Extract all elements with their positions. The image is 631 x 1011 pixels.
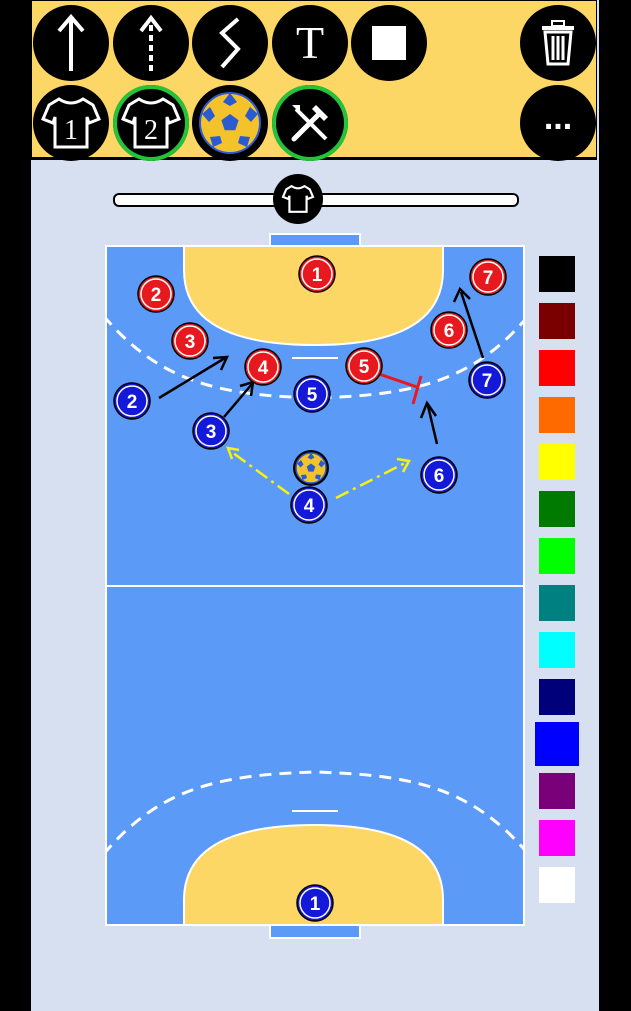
screen-bar xyxy=(411,375,423,405)
color-swatch[interactable] xyxy=(539,538,575,574)
jersey-icon: 2 xyxy=(121,97,181,149)
blue-player-2[interactable]: 2 xyxy=(113,382,151,420)
arrow-tool-button[interactable] xyxy=(33,5,109,81)
trash-icon xyxy=(542,20,574,66)
players-blue: 2 3 4 5 6 7 1 xyxy=(113,361,506,922)
player-number: 6 xyxy=(434,466,445,487)
jersey-icon: 1 xyxy=(41,97,101,149)
text-tool-button[interactable]: T xyxy=(272,5,348,81)
slider-thumb[interactable] xyxy=(273,174,324,224)
square-icon xyxy=(372,26,406,60)
player-number: 1 xyxy=(312,265,323,286)
player-number: 5 xyxy=(307,385,318,406)
blue-player-3[interactable]: 3 xyxy=(192,412,230,450)
zigzag-tool-button[interactable] xyxy=(192,5,268,81)
color-swatch[interactable] xyxy=(539,632,575,668)
delete-button[interactable] xyxy=(520,5,596,81)
bottom-free-throw-line xyxy=(106,770,524,854)
movement-arrow[interactable] xyxy=(426,405,439,445)
color-swatch[interactable] xyxy=(539,491,575,527)
color-swatch[interactable] xyxy=(535,722,579,766)
dashed-arrow-tool-button[interactable] xyxy=(113,5,189,81)
player-number: 3 xyxy=(206,422,217,443)
jersey-number: 1 xyxy=(64,115,78,146)
players-red: 1 2 3 4 5 6 7 xyxy=(137,255,507,386)
blue-player-4[interactable]: 4 xyxy=(290,486,328,524)
arrow-head xyxy=(419,400,438,419)
pass-line[interactable] xyxy=(228,448,290,496)
zigzag-line-icon xyxy=(219,17,241,69)
arrow-up-icon xyxy=(57,13,85,71)
arrow-head xyxy=(212,355,230,371)
player-number: 7 xyxy=(482,371,493,392)
red-player-4[interactable]: 4 xyxy=(244,348,282,386)
team1-jersey-button[interactable]: 1 xyxy=(33,85,109,161)
color-swatch[interactable] xyxy=(539,585,575,621)
handball-icon[interactable] xyxy=(293,450,329,486)
player-number: 4 xyxy=(304,496,315,517)
color-swatch[interactable] xyxy=(539,773,575,809)
player-number: 4 xyxy=(258,358,269,379)
arrow-head xyxy=(226,446,240,460)
handball-icon xyxy=(199,92,261,154)
player-number: 1 xyxy=(310,894,321,915)
blue-player-6[interactable]: 6 xyxy=(420,456,458,494)
screen-line[interactable] xyxy=(378,372,418,389)
ball-button[interactable] xyxy=(192,85,268,161)
red-player-6[interactable]: 6 xyxy=(430,311,468,349)
color-swatch[interactable] xyxy=(539,303,575,339)
tools-icon xyxy=(291,105,328,142)
blue-player-7[interactable]: 7 xyxy=(468,361,506,399)
tactics-board-app: T 1 2 ... xyxy=(31,0,599,1011)
toolbar: T 1 2 ... xyxy=(31,0,597,161)
jersey-number: 2 xyxy=(144,115,158,146)
color-swatch[interactable] xyxy=(539,444,575,480)
top-goal-area xyxy=(183,246,444,347)
blue-goalkeeper-1[interactable]: 1 xyxy=(296,884,334,922)
shape-tool-button[interactable] xyxy=(351,5,427,81)
player-number: 6 xyxy=(444,321,455,342)
player-number: 3 xyxy=(185,332,196,353)
color-swatch[interactable] xyxy=(539,867,575,903)
size-slider[interactable] xyxy=(113,174,519,224)
player-number: 2 xyxy=(151,285,162,306)
jersey-icon xyxy=(281,184,315,213)
player-number: 5 xyxy=(359,357,370,378)
more-icon: ... xyxy=(543,99,573,137)
red-player-1[interactable]: 1 xyxy=(298,255,336,293)
team2-jersey-button[interactable]: 2 xyxy=(113,85,189,161)
color-swatch[interactable] xyxy=(539,820,575,856)
handball-court[interactable]: 1 2 3 4 5 6 7 2 3 4 5 6 7 1 xyxy=(31,0,599,1011)
bottom-goal-area xyxy=(183,823,444,925)
movement-arrow[interactable] xyxy=(223,383,253,418)
text-icon: T xyxy=(295,17,325,68)
more-options-button[interactable]: ... xyxy=(520,85,596,161)
player-number: 2 xyxy=(127,392,138,413)
arrow-head xyxy=(452,286,471,303)
movement-arrow[interactable] xyxy=(459,291,485,359)
color-swatch[interactable] xyxy=(539,397,575,433)
arrow-head xyxy=(396,457,411,473)
red-player-2[interactable]: 2 xyxy=(137,275,175,313)
color-swatch[interactable] xyxy=(539,256,575,292)
blue-player-5[interactable]: 5 xyxy=(293,375,331,413)
pass-line[interactable] xyxy=(335,460,408,500)
red-player-7[interactable]: 7 xyxy=(469,258,507,296)
dashed-arrow-up-icon xyxy=(139,14,163,71)
color-swatch[interactable] xyxy=(539,679,575,715)
red-player-3[interactable]: 3 xyxy=(171,322,209,360)
red-player-5[interactable]: 5 xyxy=(345,347,383,385)
player-number: 7 xyxy=(483,268,494,289)
movement-arrow[interactable] xyxy=(158,356,226,400)
settings-tools-button[interactable] xyxy=(272,85,348,161)
bottom-goal xyxy=(269,923,361,939)
color-swatch[interactable] xyxy=(539,350,575,386)
